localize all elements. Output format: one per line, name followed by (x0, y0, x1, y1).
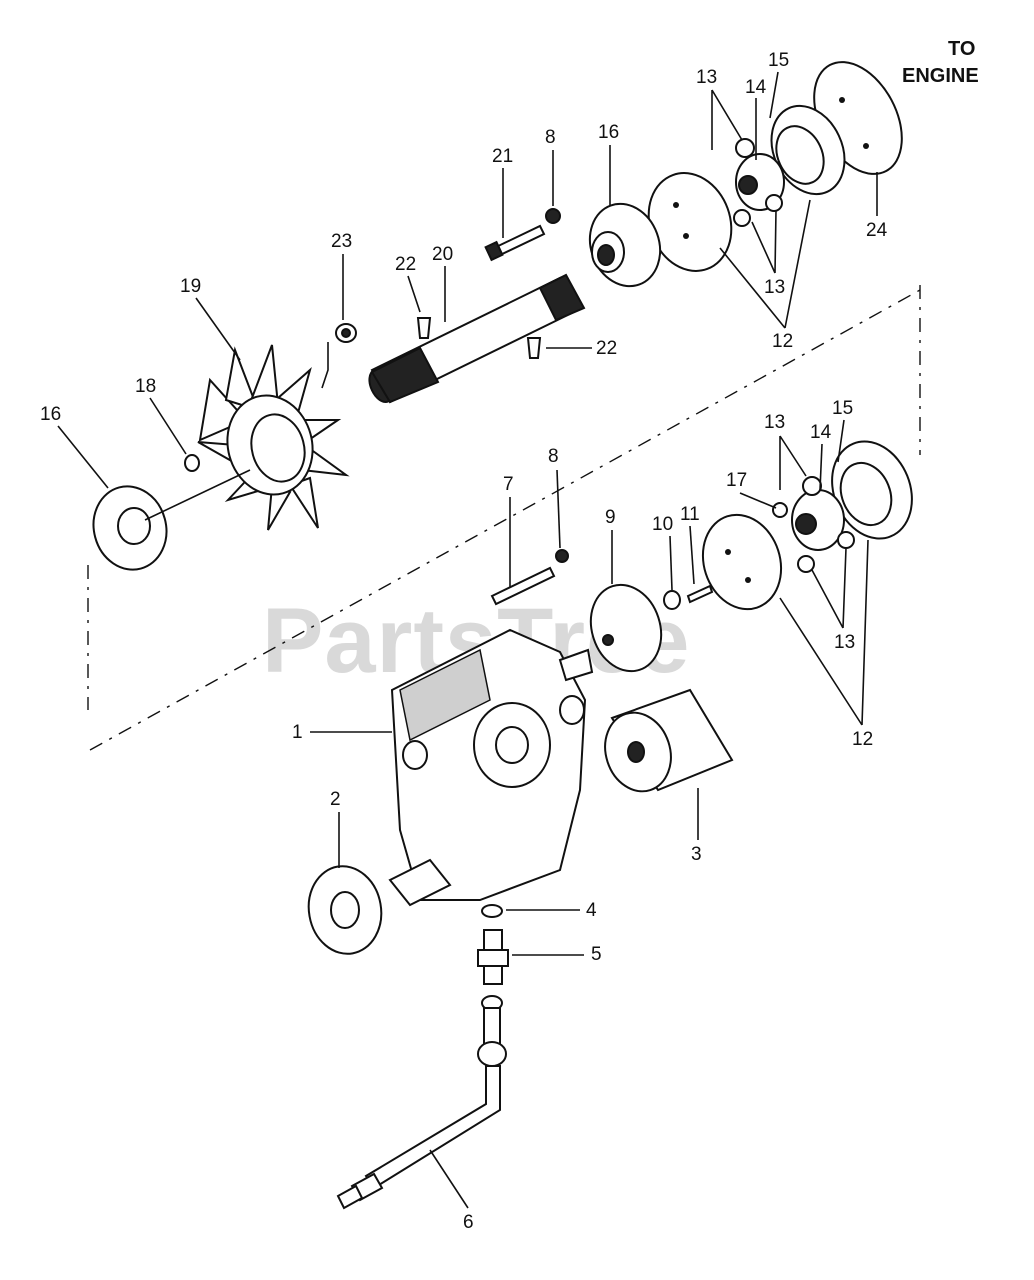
part-3-oil-filter (604, 688, 734, 793)
part-16-upper-flange (588, 202, 662, 288)
part-6-tube (336, 995, 507, 1210)
part-4-o-ring (481, 904, 503, 918)
part-2-seal (307, 865, 383, 955)
callout-8-lower: 8 (548, 446, 559, 467)
part-18-washer (184, 454, 200, 472)
part-8-lower-nut (555, 549, 569, 563)
upper-coupling-assembly (647, 104, 846, 272)
callout-22-right: 22 (596, 338, 617, 359)
part-19-fan (197, 344, 350, 531)
part-5-fitting (477, 929, 509, 985)
callout-22-upper: 22 (395, 254, 416, 275)
callout-14-top: 14 (745, 77, 767, 98)
callout-10: 10 (652, 514, 673, 535)
callout-17: 17 (726, 470, 747, 491)
callout-5: 5 (591, 944, 602, 965)
callout-4: 4 (586, 900, 597, 921)
callout-13-upper: 13 (764, 277, 785, 298)
callout-13-top: 13 (696, 67, 717, 88)
callout-1: 1 (292, 722, 303, 743)
callout-16-upper: 16 (598, 122, 619, 143)
centerlines (87, 285, 921, 751)
callout-3: 3 (691, 844, 702, 865)
callout-11: 11 (680, 504, 700, 525)
part-11-screw (686, 584, 714, 604)
part-23-nut (321, 323, 357, 389)
part-22-grease-fittings (416, 317, 542, 359)
callout-19: 19 (180, 276, 201, 297)
callouts: 24 13 14 15 13 12 16 8 21 20 22 22 (40, 50, 888, 1233)
lower-coupling-assembly (701, 440, 913, 611)
callout-6: 6 (463, 1212, 474, 1233)
callout-15-lower: 15 (832, 398, 853, 419)
to-engine-label-line1: TO (948, 38, 975, 60)
callout-13-lower-bottom: 13 (834, 632, 855, 653)
callout-2: 2 (330, 789, 341, 810)
callout-16-lower: 16 (40, 404, 61, 425)
part-8-upper-nut (545, 208, 561, 224)
part-9-cover (589, 583, 663, 673)
callout-14-lower: 14 (810, 422, 832, 443)
part-7-bolt (490, 566, 556, 606)
callout-15-top: 15 (768, 50, 789, 71)
callout-7: 7 (503, 474, 514, 495)
callout-9: 9 (605, 507, 616, 528)
part-16-lower-flange (92, 469, 251, 571)
part-21-bolt (484, 224, 546, 262)
callout-8-upper: 8 (545, 127, 556, 148)
callout-18: 18 (135, 376, 156, 397)
callout-12-upper: 12 (772, 331, 793, 352)
part-1-hydrostatic-pump (388, 628, 594, 907)
to-engine-label-line2: ENGINE (902, 65, 979, 87)
callout-21: 21 (492, 146, 513, 167)
callout-12-lower: 12 (852, 729, 873, 750)
callout-24: 24 (866, 220, 888, 241)
part-20-drive-shaft (368, 273, 586, 404)
callout-20: 20 (432, 244, 453, 265)
callout-23: 23 (331, 231, 352, 252)
callout-13-lower-top: 13 (764, 412, 785, 433)
part-10-washer (663, 590, 681, 610)
